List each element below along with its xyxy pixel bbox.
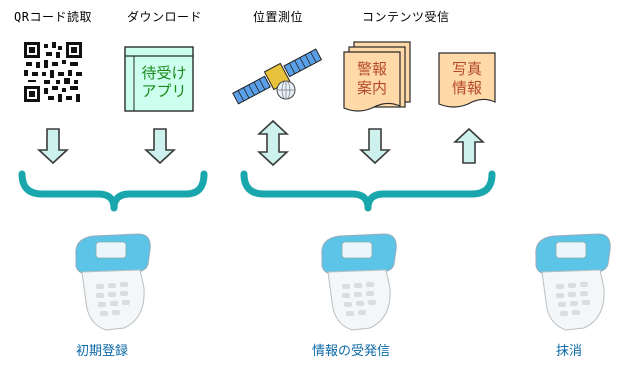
download-label: ダウンロード bbox=[127, 10, 203, 24]
arrow-down-content bbox=[358, 128, 392, 165]
flip-phone-image-2 bbox=[321, 233, 397, 331]
caption-registration: 初期登録 bbox=[76, 344, 129, 359]
qr-read-label: QRコード読取 bbox=[14, 10, 92, 24]
qr-code-icon bbox=[24, 42, 82, 102]
flip-phone-image-1 bbox=[75, 233, 151, 331]
arrow-down-qr bbox=[36, 128, 70, 165]
content-receive-label: コンテンツ受信 bbox=[362, 10, 450, 24]
caption-erase: 抹消 bbox=[556, 344, 583, 359]
photo-info-icon: 写真 情報 bbox=[438, 52, 496, 110]
alert-docs-icon: 警報 案内 bbox=[342, 40, 412, 114]
location-label: 位置測位 bbox=[253, 10, 304, 24]
caption-info-exchange: 情報の受発信 bbox=[312, 344, 391, 359]
app-window-line-1: 待受け bbox=[141, 64, 187, 82]
arrow-down-download bbox=[143, 128, 177, 165]
flip-phone-image-3 bbox=[535, 233, 611, 331]
arrow-both-location bbox=[256, 119, 290, 167]
photo-info-line-1: 写真 bbox=[451, 60, 482, 78]
app-window-icon: 待受け アプリ bbox=[124, 46, 194, 112]
satellite-icon bbox=[232, 48, 323, 105]
arrow-up-photo bbox=[452, 127, 486, 164]
brace-right bbox=[240, 170, 496, 212]
brace-left bbox=[18, 170, 208, 212]
alert-docs-line-1: 警報 bbox=[356, 60, 387, 78]
alert-docs-line-2: 案内 bbox=[356, 79, 387, 97]
photo-info-line-2: 情報 bbox=[451, 79, 482, 97]
app-window-line-2: アプリ bbox=[141, 82, 187, 100]
